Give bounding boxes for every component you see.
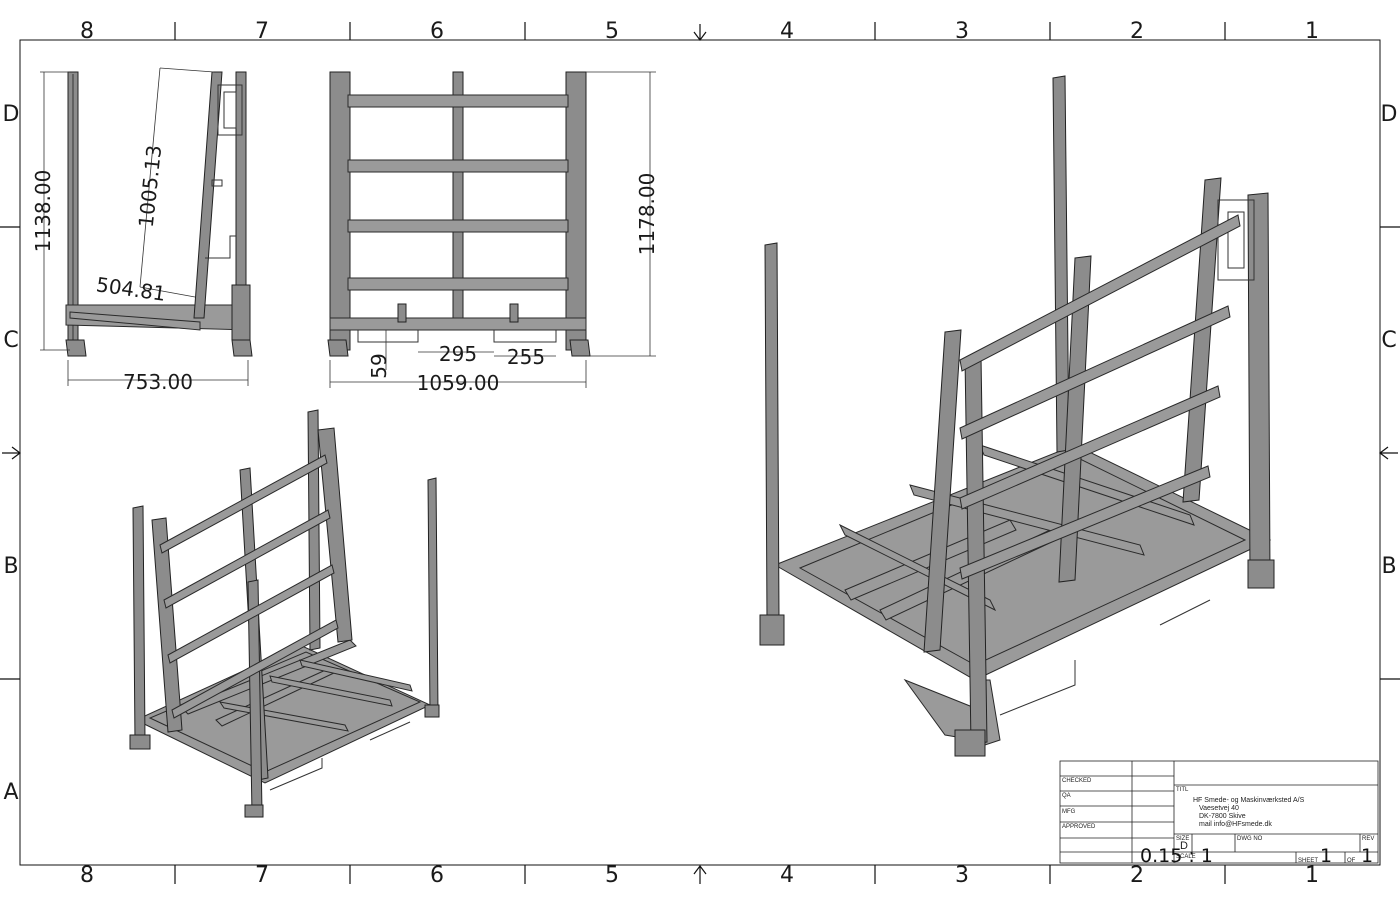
row-label: D	[3, 102, 20, 127]
column-label: 1	[1305, 19, 1319, 44]
dim-front-d2: 295	[439, 342, 477, 366]
title-block-company: HF Smede- og Maskinværksted A/S	[1193, 797, 1305, 804]
row-label: D	[1381, 102, 1398, 127]
dim-side-height: 1138.00	[31, 170, 55, 253]
title-block-approved: APPROVED	[1062, 824, 1096, 830]
column-label: 8	[80, 19, 94, 44]
title-block-of-label: OF	[1347, 858, 1356, 864]
title-block-checked: CHECKED	[1062, 778, 1092, 784]
small-iso-view	[129, 409, 440, 818]
title-block-street: Vaesetvej 40	[1199, 805, 1239, 812]
column-label: 5	[605, 863, 619, 888]
center-arrows	[2, 24, 1398, 884]
column-label: 1	[1305, 863, 1319, 888]
title-block-sheet-label: SHEET	[1298, 858, 1318, 864]
column-labels-top: 8 7 6 5 4 3 2 1	[80, 19, 1319, 44]
row-label: A	[3, 780, 18, 805]
title-block	[1059, 760, 1379, 864]
title-block-titl: TITL	[1176, 787, 1189, 793]
column-label: 2	[1130, 863, 1144, 888]
title-block-mfg: MFG	[1062, 809, 1076, 815]
column-label: 8	[80, 863, 94, 888]
row-label: C	[1381, 328, 1396, 353]
row-labels: D C B A D C B	[3, 102, 1398, 805]
title-block-scale-label: SCALE	[1176, 854, 1196, 860]
column-label: 4	[780, 19, 794, 44]
column-label: 2	[1130, 19, 1144, 44]
zone-ticks	[0, 22, 1400, 884]
dim-front-d3: 255	[507, 345, 545, 369]
dim-side-inner: 504.81	[95, 272, 168, 306]
column-label: 7	[255, 863, 269, 888]
column-label: 7	[255, 19, 269, 44]
column-label: 3	[955, 19, 969, 44]
dim-front-width: 1059.00	[417, 371, 500, 395]
title-block-size-label: SIZE	[1176, 836, 1189, 842]
column-label: 3	[955, 863, 969, 888]
large-iso-view	[759, 75, 1275, 757]
dim-side-diagonal: 1005.13	[134, 144, 167, 229]
row-label: C	[3, 328, 18, 353]
column-label: 6	[430, 863, 444, 888]
row-label: B	[3, 554, 18, 579]
title-block-dwg-label: DWG NO	[1237, 836, 1263, 842]
title-block-scale-value: 0.15 : 1	[1140, 845, 1213, 867]
dim-front-height: 1178.00	[635, 173, 659, 256]
side-view	[40, 67, 253, 386]
title-block-size-value: D	[1180, 840, 1188, 852]
column-label: 4	[780, 863, 794, 888]
title-block-rev-label: REV	[1362, 836, 1374, 842]
dim-side-width: 753.00	[123, 370, 193, 394]
title-block-sheet-value: 1	[1320, 845, 1332, 867]
dim-front-d1: 59	[367, 353, 391, 378]
title-block-of-value: 1	[1361, 845, 1373, 867]
column-label: 5	[605, 19, 619, 44]
title-block-mail: mail info@HFsmede.dk	[1199, 821, 1272, 828]
title-block-qa: QA	[1062, 793, 1071, 799]
column-label: 6	[430, 19, 444, 44]
column-labels-bottom: 8 7 6 5 4 3 2 1	[80, 863, 1319, 888]
front-view	[327, 71, 656, 388]
row-label: B	[1381, 554, 1396, 579]
title-block-city: DK-7800 Skive	[1199, 813, 1246, 820]
